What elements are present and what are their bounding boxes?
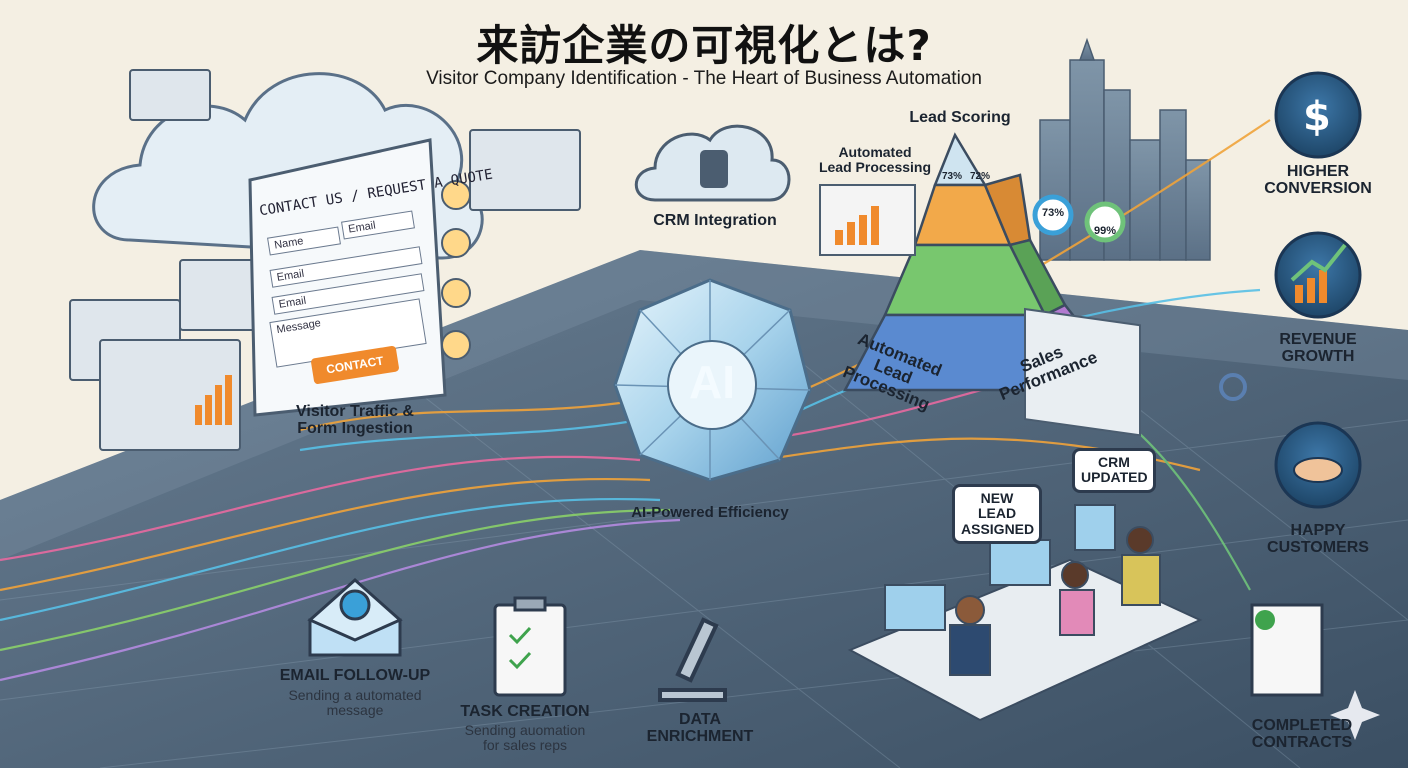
database-icon <box>700 150 728 188</box>
gauge-right-value: 99% <box>1093 225 1117 237</box>
page-title: 来訪企業の可視化とは? <box>476 21 932 70</box>
email-followup-label: EMAIL FOLLOW-UP <box>279 667 431 684</box>
email-followup-desc: Sending a automated message <box>288 687 422 719</box>
city-skyline <box>1039 37 1211 261</box>
microscope-icon <box>658 617 727 702</box>
clipboard-icon <box>493 596 567 697</box>
outcome-revenue-growth: REVENUE GROWTH <box>1279 331 1357 365</box>
task-creation-label: TASK CREATION <box>460 703 590 720</box>
data-enrichment-label: DATA ENRICHMENT <box>646 711 754 745</box>
crm-updated-bubble: CRM UPDATED <box>1072 448 1156 493</box>
bar-mini-chart <box>195 375 232 425</box>
task-creation-desc: Sending auomation for sales reps <box>464 722 586 754</box>
pyramid-pct-right: 72% <box>969 171 990 182</box>
outcome-completed-contracts: COMPLETED CONTRACTS <box>1251 717 1353 751</box>
automated-chart-panel <box>819 184 916 256</box>
outcome-higher-conversion: HIGHER CONVERSION <box>1264 163 1372 197</box>
outcome-happy-customers: HAPPY CUSTOMERS <box>1267 522 1369 556</box>
page-subtitle: Visitor Company Identification - The Hea… <box>426 68 982 89</box>
crm-integration-label: CRM Integration <box>653 212 777 229</box>
ai-efficiency-label: AI-Powered Efficiency <box>631 504 789 521</box>
automated-processing-top-label: Automated Lead Processing <box>818 144 932 175</box>
email-envelope-icon <box>307 577 403 657</box>
ai-crystal <box>613 278 812 482</box>
gear-icon <box>1219 373 1247 401</box>
new-lead-bubble: NEW LEAD ASSIGNED <box>952 484 1042 545</box>
gauge-left-value: 73% <box>1041 207 1065 219</box>
sparkle-icon <box>1330 690 1380 740</box>
avatar-column <box>441 180 471 360</box>
ai-core-label: AI <box>689 356 735 408</box>
growth-chart-icon <box>1295 270 1327 303</box>
dollar-icon: $ <box>1303 94 1331 140</box>
lead-scoring-label: Lead Scoring <box>909 109 1011 126</box>
visitor-traffic-label: Visitor Traffic & Form Ingestion <box>296 403 414 437</box>
gauge-panel <box>1024 307 1141 437</box>
sales-workstation <box>847 504 1203 722</box>
pyramid-pct-left: 73% <box>941 171 962 182</box>
handshake-icon <box>1293 457 1343 483</box>
